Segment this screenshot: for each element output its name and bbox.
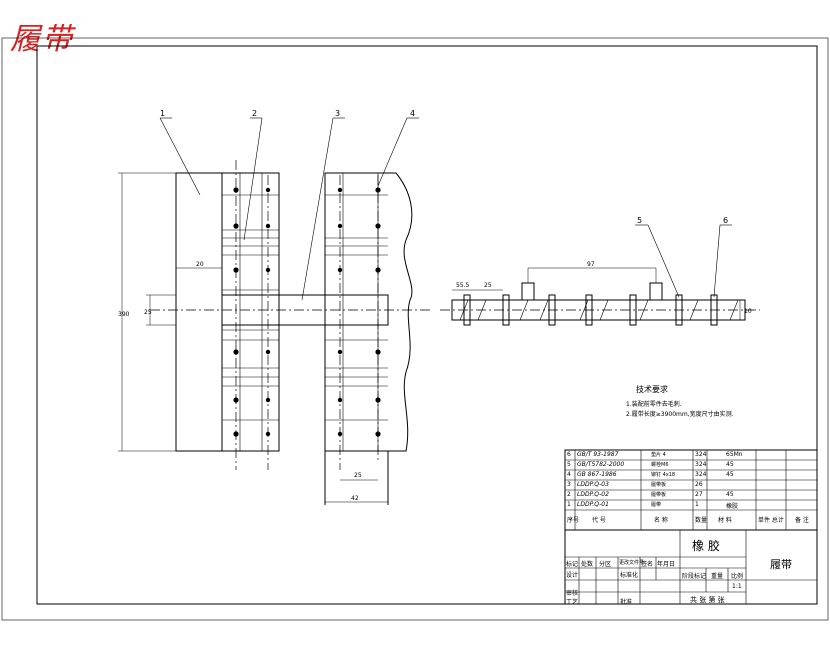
bom-row-6-no: 6 <box>567 451 571 458</box>
plan-view <box>118 117 430 505</box>
dim-plan-bottom-outer: 42 <box>351 495 359 502</box>
bom-row-5-name: 螺栓M6 <box>651 462 669 468</box>
title-block <box>564 529 818 605</box>
dim-section-thickness: 10 <box>744 308 752 315</box>
tech-req-title: 技术要求 <box>636 384 668 394</box>
bom-row-1-name: 履带 <box>651 502 662 508</box>
outer-frame <box>1 37 829 621</box>
dim-plan-height: 390 <box>118 311 130 318</box>
bom-row-3-name: 履带板 <box>651 482 667 488</box>
bom-row-1-qty: 1 <box>695 501 699 508</box>
title-material: 橡 胶 <box>692 539 720 553</box>
bom-row-4-no: 4 <box>567 471 571 478</box>
tb-approve: 批准 <box>620 599 633 606</box>
tb-date: 年月日 <box>657 561 676 568</box>
tb-scale: 1:1 <box>732 583 742 590</box>
dim-plan-bottom-inner: 25 <box>354 472 362 479</box>
bom-row-6-qty: 324 <box>695 451 707 458</box>
title-drawing-name: 履带 <box>770 558 792 571</box>
bom-row-2-qty: 27 <box>695 491 703 498</box>
bom-row-5-qty: 324 <box>695 461 707 468</box>
tb-weight: 重量 <box>711 573 724 580</box>
bom-row-4-material: 45 <box>726 471 734 478</box>
bom-row-2-no: 2 <box>567 491 571 498</box>
section-view <box>440 224 760 326</box>
dim-plan-left-offset: 20 <box>196 261 204 268</box>
stamp-title: 履带 <box>10 22 74 57</box>
bom-row-2-name: 履带板 <box>651 492 667 498</box>
bom-row-5-material: 45 <box>726 461 734 468</box>
tech-req-line2: 2.履带长度≥3900mm,宽度尺寸由实测. <box>626 410 734 418</box>
bom-row-1-no: 1 <box>567 501 571 508</box>
tb-change-doc: 更改文件号 <box>619 560 645 566</box>
bom-row-5-no: 5 <box>567 461 571 468</box>
tb-design: 设计 <box>566 572 579 579</box>
dim-plan-slot: 25 <box>144 309 152 316</box>
tb-review: 审核 <box>566 590 579 597</box>
bom-row-3-qty: 26 <box>695 481 703 488</box>
tb-sheets: 共 张 第 张 <box>690 596 725 604</box>
bom-table <box>564 449 818 531</box>
bom-header-no: 序号 <box>567 517 580 524</box>
callout-6: 6 <box>723 216 728 225</box>
callout-5: 5 <box>637 216 642 225</box>
tb-sign: 签名 <box>641 561 654 568</box>
dim-section-left-b: 25 <box>484 282 492 289</box>
tb-stage-mark: 阶段标记 <box>682 573 707 580</box>
bom-row-4-code: GB 867-1986 <box>577 471 617 478</box>
bom-row-3-no: 3 <box>567 481 571 488</box>
bom-header-material: 材 料 <box>718 517 732 524</box>
callout-1: 1 <box>160 109 165 118</box>
bom-row-2-material: 45 <box>726 491 734 498</box>
callout-2: 2 <box>252 109 257 118</box>
bom-row-3-code: LDDP.Q-03 <box>577 481 609 488</box>
bom-header-weight: 单件 总计 <box>758 517 784 524</box>
bom-row-6-material: 65Mn <box>726 451 743 458</box>
bom-row-4-name: 铆钉 4x18 <box>651 472 676 478</box>
tb-count: 处数 <box>581 561 594 568</box>
bom-row-6-code: GB/T 93-1987 <box>577 451 619 458</box>
bom-header-code: 代 号 <box>592 517 606 524</box>
tb-scale-label: 比例 <box>731 573 744 580</box>
bom-row-1-code: LDDP.Q-01 <box>577 501 609 508</box>
bom-row-2-code: LDDP.Q-02 <box>577 491 609 498</box>
tech-req-line1: 1.装配前零件去毛刺. <box>626 400 682 408</box>
inner-frame <box>36 45 818 605</box>
bom-header-qty: 数量 <box>695 517 708 524</box>
dim-section-left-a: 55.5 <box>456 282 470 289</box>
tb-mark: 标记 <box>566 561 579 568</box>
bom-row-5-code: GB/T5782-2000 <box>577 461 625 468</box>
callout-3: 3 <box>335 109 340 118</box>
callout-4: 4 <box>410 109 415 118</box>
bom-row-4-qty: 324 <box>695 471 707 478</box>
bom-header-name: 名 称 <box>654 517 668 524</box>
tb-zone: 分区 <box>599 561 612 568</box>
bom-row-1-material: 橡胶 <box>726 503 739 510</box>
bom-row-6-name: 垫片 4 <box>651 452 666 458</box>
bom-header-remark: 备 注 <box>795 517 809 524</box>
dim-section-span: 97 <box>587 261 595 268</box>
tb-standard: 标准化 <box>620 572 639 579</box>
tb-process: 工艺 <box>566 599 579 606</box>
